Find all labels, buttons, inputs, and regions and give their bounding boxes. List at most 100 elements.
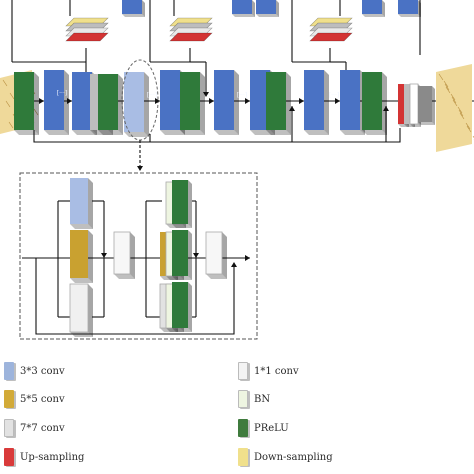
input-image-stroke [2, 79, 8, 87]
legend-up-sampling: Up-sampling [4, 448, 84, 466]
detail-conv3-block-side [88, 178, 93, 229]
top-conv-block-2-bottom [232, 14, 255, 17]
detail-prelu-block-bottom-face [172, 282, 188, 328]
highlight-to-detail-arrow [137, 166, 143, 171]
top-stack-1-layer-4 [65, 32, 109, 42]
output-image-stroke [457, 106, 463, 114]
top-conv-block-4 [362, 0, 385, 17]
legend-7x7-conv-swatch [4, 419, 14, 437]
detail-conv7-block-side [88, 284, 93, 337]
upsampling-block-1-face [398, 84, 406, 124]
conv-block-2-face [72, 72, 92, 130]
route-2-arrowhead [203, 92, 209, 97]
detail-conv5-block-face [70, 230, 88, 278]
detail-prelu-block-top [172, 180, 192, 228]
input-prelu-block [14, 72, 39, 135]
legend-3x3-conv-label: 3*3 conv [20, 365, 65, 377]
prelu-block-3-bottom [266, 130, 291, 135]
legend-up-sampling-label: Up-sampling [20, 451, 85, 463]
detail-conv1-block-face [113, 231, 131, 275]
top-conv-block-5-side [418, 0, 421, 17]
conv-block-4-face [214, 70, 234, 130]
output-image-stroke [444, 83, 450, 91]
highlighted-conv-block-face [124, 72, 144, 132]
legend-5x5-conv-swatch [4, 390, 14, 408]
top-conv-block-5 [398, 0, 421, 17]
upsampling-block-2-face [404, 84, 412, 124]
detail-merge-arrow-2 [193, 253, 199, 258]
detail-conv5-block [70, 230, 93, 283]
conv-block-6-face [304, 70, 324, 130]
output-image-stroke [458, 109, 464, 117]
detail-prelu-block-mid-face [172, 230, 188, 276]
prelu-block-3 [266, 72, 291, 135]
output-image-stroke [450, 93, 456, 101]
detail-prelu-block-top-face [172, 180, 188, 224]
top-conv-block-1-side [142, 0, 145, 17]
conv-block-1-bottom [44, 130, 69, 135]
arrow-to-conv-5 [245, 98, 250, 104]
detail-conv1-block-2-bottom [206, 274, 227, 279]
legend-bn-swatch [238, 390, 248, 408]
legend-down-sampling: Down-sampling [238, 448, 333, 466]
detail-prelu-block-bottom-side [188, 282, 192, 332]
top-conv-block-5-bottom [398, 14, 421, 17]
detail-conv5-block-2-bottom [160, 276, 178, 280]
conv-block-6-side [324, 70, 329, 135]
detail-prelu-block-top-side [188, 180, 192, 228]
detail-residual-arrow [231, 262, 237, 267]
legend-1x1-conv-label: 1*1 conv [254, 365, 299, 377]
upsampling-block-2-bottom [404, 124, 415, 127]
prelu-block-3-face [266, 72, 286, 130]
output-image-stroke [452, 99, 458, 107]
conv-block-3-bottom [160, 130, 185, 135]
upsampling-block-4-bottom [418, 122, 435, 125]
legend-up-sampling-swatch [4, 448, 14, 466]
detail-prelu-block-bottom-bottom [172, 328, 192, 332]
conv-block-4-bottom [214, 130, 239, 135]
input-prelu-block-bottom [14, 130, 39, 135]
top-conv-block-2-side [252, 0, 255, 17]
input-prelu-block-face [14, 72, 34, 130]
prelu-block-2-bottom [180, 130, 205, 135]
top-stack-3-layer-4 [309, 32, 353, 42]
legend-prelu-swatch [238, 419, 248, 437]
top-conv-block-3 [256, 0, 279, 17]
detail-prelu-block-mid [172, 230, 192, 280]
output-image-stroke [451, 96, 457, 104]
highlighted-conv-block [124, 72, 149, 137]
detail-conv3-block-face [70, 178, 88, 224]
detail-bn-block-mid-bottom [166, 276, 184, 280]
output-image-stroke [466, 125, 472, 133]
legend-3x3-conv: 3*3 conv [4, 362, 65, 380]
output-image-stroke [438, 73, 444, 81]
legend-1x1-conv: 1*1 conv [238, 362, 299, 380]
top-conv-block-5-face [398, 0, 418, 14]
legend-1x1-conv-swatch [238, 362, 248, 380]
top-conv-block-3-side [276, 0, 279, 17]
conv-block-1-face [44, 70, 64, 130]
upsampling-block-3-bottom [410, 124, 421, 127]
detail-frame [19, 172, 258, 340]
conv-block-6-bottom [304, 130, 329, 135]
input-image-stroke [9, 92, 15, 100]
top-conv-block-4-bottom [362, 14, 385, 17]
top-conv-block-2 [232, 0, 255, 17]
ellipsis-3: [···] [237, 92, 247, 99]
bottom-skip-3 [292, 128, 401, 143]
bn-block-1-bottom [90, 130, 113, 135]
arrow-to-conv-6 [299, 98, 304, 104]
detail-conv7-block-2-bottom [160, 328, 178, 332]
detail-conv1-block-2-face [205, 231, 223, 275]
detail-prelu-block-top-bottom [172, 224, 192, 228]
detail-output-arrow [245, 255, 250, 261]
bottom-skip-1 [33, 130, 214, 143]
legend-5x5-conv: 5*5 conv [4, 390, 65, 408]
conv-block-4 [214, 70, 239, 135]
prelu-block-1 [98, 74, 123, 135]
upsampling-block-4-side [432, 86, 435, 125]
prelu-block-3-side [286, 72, 291, 135]
detail-conv3-block [70, 178, 93, 229]
conv-block-1-side [64, 70, 69, 135]
